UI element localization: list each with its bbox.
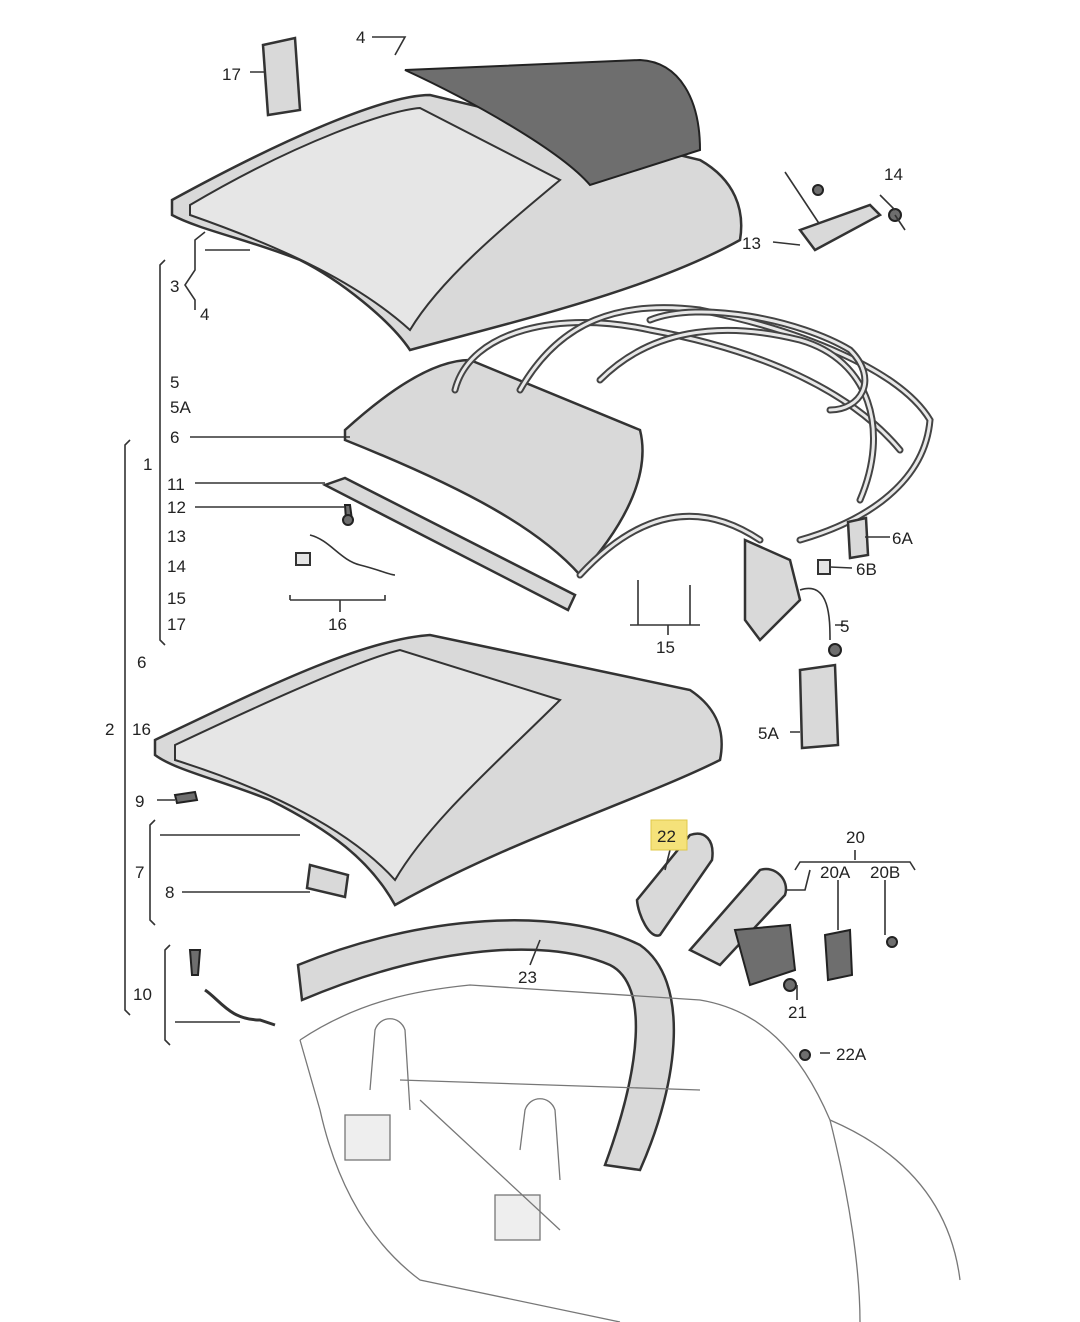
part-5A-bracket: [798, 663, 840, 750]
part-13-bracket: [784, 171, 906, 252]
label-17-list: 17: [167, 615, 186, 634]
label-8: 8: [165, 883, 174, 902]
label-13: 13: [742, 234, 761, 253]
label-11: 11: [167, 475, 185, 494]
callout-labels: 17 4 14 13 3 4 5 5A 6 1 11 12 13 14 15 1…: [105, 28, 913, 1064]
label-23: 23: [518, 968, 537, 987]
label-6: 6: [170, 428, 179, 447]
label-5A-right: 5A: [758, 724, 779, 743]
label-6B: 6B: [856, 560, 877, 579]
part-16-cable: [309, 534, 396, 576]
label-20B: 20B: [870, 863, 900, 882]
label-12: 12: [167, 498, 186, 517]
label-10: 10: [133, 985, 152, 1004]
label-16: 16: [328, 615, 347, 634]
label-6-lower: 6: [137, 653, 146, 672]
label-14-list: 14: [167, 557, 186, 576]
car-body: [299, 984, 961, 1322]
label-5-right: 5: [840, 617, 849, 636]
label-22A: 22A: [836, 1045, 867, 1064]
highlight-22: [650, 819, 688, 851]
label-20A: 20A: [820, 863, 851, 882]
part-8-plate: [305, 863, 350, 899]
label-1: 1: [143, 455, 152, 474]
label-3: 3: [170, 277, 179, 296]
label-6A: 6A: [892, 529, 913, 548]
part-17-bracket: [261, 36, 302, 117]
part-5-cable: [799, 587, 831, 641]
label-7: 7: [135, 863, 144, 882]
label-9: 9: [135, 792, 144, 811]
part-11-strip: [321, 476, 577, 612]
roof-frame: [343, 304, 934, 642]
connector: [295, 552, 311, 566]
label-14: 14: [884, 165, 903, 184]
part-6A: [846, 516, 870, 560]
part-12-screw: [342, 504, 354, 526]
part-22-cover: [635, 832, 714, 937]
roof-cover-lower: [153, 633, 723, 907]
label-4: 4: [356, 28, 365, 47]
part-23-seal: [296, 919, 676, 1172]
label-4-sub: 4: [200, 305, 209, 324]
label-21: 21: [788, 1003, 807, 1022]
label-15-list: 15: [167, 589, 186, 608]
part-10-strap: [188, 949, 276, 1027]
label-5: 5: [170, 373, 179, 392]
leader-lines: [124, 36, 916, 1054]
label-17: 17: [222, 65, 241, 84]
part-6B: [817, 559, 831, 575]
part-20-hinge: [687, 867, 898, 1061]
label-13-list: 13: [167, 527, 186, 546]
label-15: 15: [656, 638, 675, 657]
label-20: 20: [846, 828, 865, 847]
part-9-screw: [173, 790, 199, 805]
roof-cover-upper: [170, 58, 743, 352]
label-16-lower: 16: [132, 720, 151, 739]
label-22: 22: [657, 827, 676, 846]
label-5A: 5A: [170, 398, 191, 417]
label-2: 2: [105, 720, 114, 739]
